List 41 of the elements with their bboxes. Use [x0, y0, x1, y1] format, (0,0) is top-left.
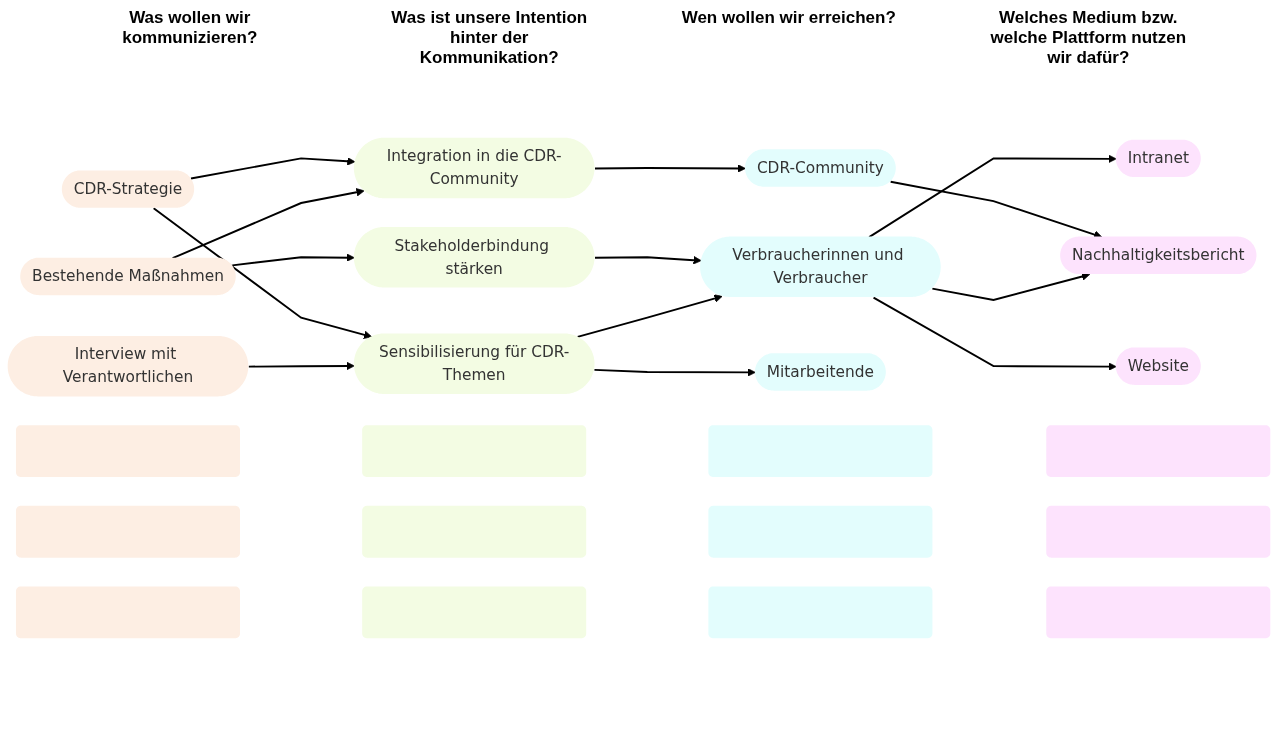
arrow — [593, 368, 756, 377]
column-heading: Was ist unsere Intention hinter der Kommunikation? — [390, 8, 589, 68]
node-box: Sensibilisierung für CDR-Themen — [353, 333, 595, 394]
node-box — [15, 425, 240, 477]
node-box: Stakeholderbindung stärken — [353, 227, 595, 288]
node-box: Verbraucherinnen und Verbraucher — [700, 236, 941, 298]
column-heading: Welches Medium bzw. welche Plattform nutzen wir dafür? — [989, 8, 1187, 68]
node-box: CDR-Strategie — [61, 170, 195, 208]
node-box: CDR-Community — [745, 149, 896, 187]
node-box: Nachhaltigkeitsbericht — [1060, 236, 1257, 275]
node-box — [15, 586, 240, 639]
arrow — [594, 164, 746, 173]
arrow — [152, 207, 373, 339]
node-box: Intranet — [1115, 139, 1201, 178]
column-heading: Wen wollen wir erreichen? — [680, 8, 897, 29]
arrow — [576, 294, 723, 338]
arrow — [231, 253, 355, 267]
arrow — [190, 157, 356, 180]
arrow — [872, 296, 1117, 371]
arrow — [931, 272, 1091, 301]
arrow — [594, 256, 702, 265]
node-box — [15, 505, 240, 558]
arrow — [868, 154, 1117, 239]
node-box — [708, 505, 933, 558]
node-box — [708, 425, 933, 477]
node-box — [1046, 586, 1271, 639]
node-box: Mitarbeitende — [754, 353, 886, 391]
node-box — [362, 505, 587, 558]
node-box — [708, 586, 933, 639]
column-heading: Was wollen wir kommunizieren? — [121, 8, 259, 49]
arrow — [247, 361, 355, 371]
node-box — [1046, 425, 1271, 477]
arrow — [889, 180, 1103, 239]
node-box: Bestehende Maßnahmen — [20, 257, 236, 296]
node-box — [1046, 505, 1271, 558]
node-box: Interview mit Verantwortlichen — [7, 335, 249, 397]
node-box — [362, 586, 587, 639]
node-box — [362, 425, 587, 477]
arrow — [171, 188, 365, 260]
node-box: Website — [1115, 347, 1201, 385]
node-box: Integration in die CDR-Community — [353, 137, 595, 199]
